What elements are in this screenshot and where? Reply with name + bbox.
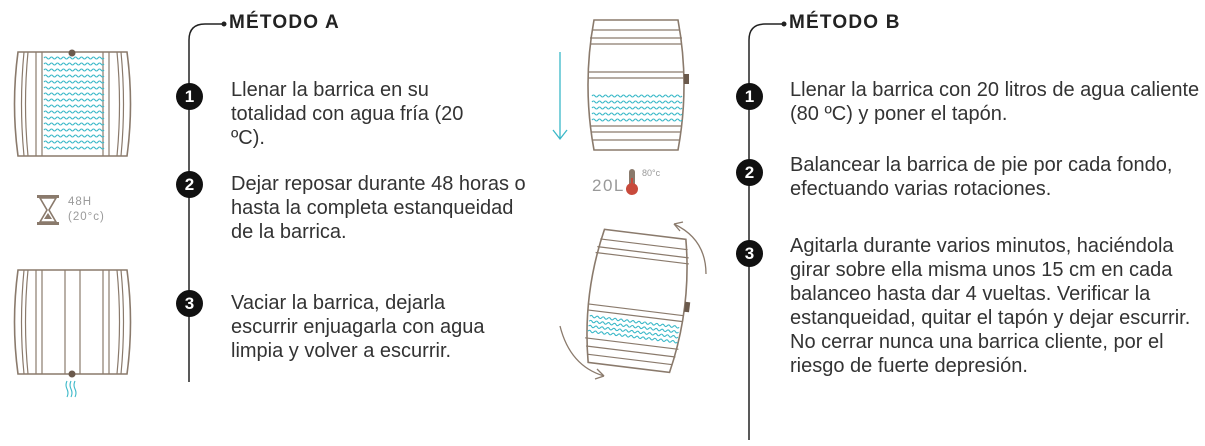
method-b-step-3-text: Agitarla durante varios minutos, haciénd… (790, 235, 1191, 377)
water-wave (589, 314, 680, 329)
wait-hours-label: 48H (68, 196, 93, 208)
water-wave (43, 68, 105, 72)
wait-temp-label: (20°c) (68, 211, 105, 223)
water-wave (43, 110, 105, 114)
water-wave (43, 128, 105, 132)
water-wave (43, 146, 105, 150)
method-a-step-3-text: Vaciar la barrica, dejarla escurrir enju… (231, 292, 485, 362)
method-b-step-2-number: 2 (736, 159, 763, 186)
water-wave (43, 74, 105, 78)
water-wave (43, 104, 105, 108)
method-b-step-1-number: 1 (736, 83, 763, 110)
method-a-step-3-number: 3 (176, 290, 203, 317)
water-wave (43, 134, 105, 138)
water-wave (43, 98, 105, 102)
method-a-step-2-text: Dejar reposar durante 48 horas o hasta l… (231, 173, 526, 243)
water-wave (43, 56, 105, 60)
method-a-timeline (188, 21, 227, 382)
down-arrow-icon (552, 52, 568, 141)
water-wave (591, 94, 683, 98)
barrel-full-water-icon (13, 49, 132, 157)
water-wave (43, 80, 105, 84)
water-wave (591, 100, 683, 104)
barrel-standing-water-icon (587, 19, 689, 151)
water-wave (587, 329, 678, 344)
water-wave (591, 106, 683, 110)
thermometer-icon (626, 169, 638, 195)
water-wave (43, 62, 105, 66)
method-b-step-2-text: Balancear la barrica de pie por cada fon… (790, 154, 1173, 200)
water-wave (588, 324, 679, 339)
method-a-step-1-text: Llenar la barrica en su totalidad con ag… (231, 79, 464, 149)
method-b-timeline (748, 21, 787, 440)
method-b-title: MÉTODO B (789, 12, 901, 33)
water-wave (43, 92, 105, 96)
barrel-empty-icon (13, 269, 132, 378)
rotate-arrows-icon (559, 221, 707, 380)
hourglass-icon (37, 195, 59, 225)
water-wave (43, 140, 105, 144)
temperature-label: 80°c (642, 168, 661, 178)
steam-icon (65, 380, 77, 398)
water-wave (43, 122, 105, 126)
barrel-tilted-water-icon (585, 228, 691, 374)
water-wave (43, 86, 105, 90)
water-wave (591, 112, 683, 116)
method-a-step-2-number: 2 (176, 171, 203, 198)
water-wave (43, 116, 105, 120)
method-b-step-3-number: 3 (736, 240, 763, 267)
water-wave (591, 118, 683, 122)
volume-label: 20L (592, 176, 625, 195)
water-wave (588, 319, 679, 334)
method-a-step-1-number: 1 (176, 83, 203, 110)
method-a-title: MÉTODO A (229, 12, 340, 33)
method-b-step-1-text: Llenar la barrica con 20 litros de agua … (790, 79, 1200, 125)
